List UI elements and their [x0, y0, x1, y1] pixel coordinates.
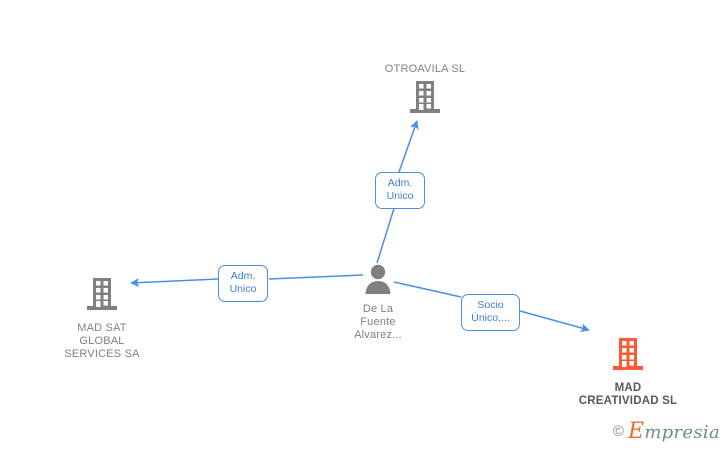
node-otroavila[interactable]: OTROAVILA SL: [350, 63, 500, 122]
node-label-mad-sat-global-services: MAD SAT GLOBAL SERVICES SA: [64, 322, 140, 360]
edge-label-adm-unico-mad-sat[interactable]: Adm. Unico: [218, 265, 268, 302]
building-icon: [553, 336, 703, 379]
node-label-mad-creatividad: MAD CREATIVIDAD SL: [578, 382, 678, 407]
edge-label-socio-unico-mad-creatividad[interactable]: Socio Único,...: [461, 294, 520, 331]
edge-line-persona-to-socio-unico: [393, 281, 462, 298]
node-persona-de-la-fuente-alvarez[interactable]: De La Fuente Alvarez...: [303, 263, 453, 342]
node-label-otroavila: OTROAVILA SL: [384, 63, 466, 75]
empresia-watermark: © Empresia: [613, 419, 720, 444]
edge-line-socio-unico-to-mad-creatividad: [519, 310, 590, 333]
edge-line-persona-to-adm-unico-left: [268, 274, 364, 280]
node-mad-sat-global-services[interactable]: MAD SAT GLOBAL SERVICES SA: [27, 276, 177, 361]
node-mad-creatividad[interactable]: MAD CREATIVIDAD SL: [553, 336, 703, 408]
edge-line-adm-unico-left-to-mad-sat: [130, 278, 219, 288]
building-icon: [27, 276, 177, 319]
edge-line-persona-to-adm-unico-top: [376, 201, 397, 264]
edge-label-adm-unico-otroavila[interactable]: Adm. Unico: [375, 172, 425, 209]
brand-initial: E: [627, 419, 645, 444]
building-icon: [350, 79, 500, 122]
person-icon: [303, 263, 453, 300]
brand-name: Empresia: [628, 419, 720, 444]
brand-rest: mpresia: [644, 422, 720, 443]
copyright-icon: ©: [612, 423, 624, 440]
node-label-persona-de-la-fuente-alvarez: De La Fuente Alvarez...: [354, 303, 402, 341]
edge-line-adm-unico-top-to-otroavila: [398, 120, 419, 173]
